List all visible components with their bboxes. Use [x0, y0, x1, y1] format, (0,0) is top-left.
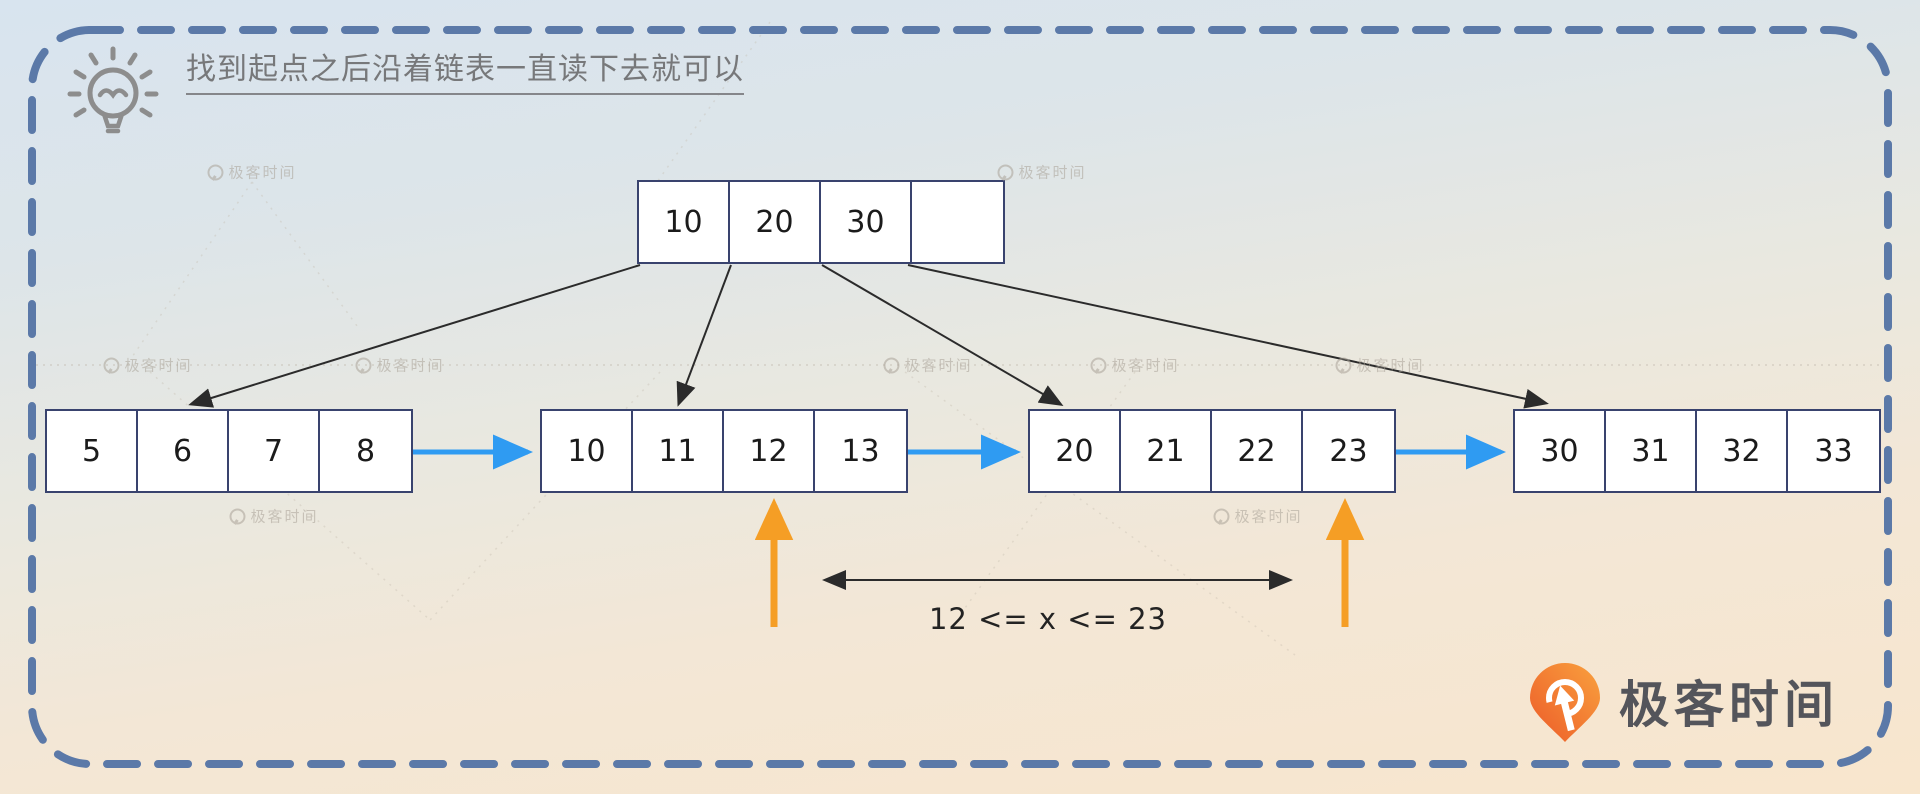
- watermark-logo-icon: [229, 508, 246, 524]
- watermark: 极客时间: [1335, 355, 1424, 376]
- node-cell: 30: [1515, 411, 1606, 491]
- geektime-logo-icon: [1530, 663, 1600, 742]
- arrow-root-to-leaf3: [821, 264, 1064, 407]
- watermark-logo-icon: [355, 357, 372, 373]
- node-cell: 7: [229, 411, 320, 491]
- node-cell: 6: [138, 411, 229, 491]
- watermark-logo-icon: [1335, 357, 1352, 373]
- watermark: 极客时间: [1090, 355, 1179, 376]
- watermark-text: 极客时间: [376, 357, 445, 375]
- node-cell: 30: [821, 182, 912, 262]
- watermark: 极客时间: [883, 355, 972, 376]
- background-lattice-lines: [129, 21, 1296, 656]
- watermark-text: 极客时间: [124, 357, 193, 375]
- watermark: 极客时间: [1213, 506, 1302, 527]
- node-cell: 8: [355, 433, 376, 469]
- node-cell: 22: [1212, 411, 1303, 491]
- watermark-logo-icon: [1090, 357, 1107, 373]
- node-cell: 13: [841, 433, 880, 469]
- tip-header: 找到起点之后沿着链表一直读下去就可以: [72, 52, 744, 95]
- watermark-text: 极客时间: [1356, 357, 1425, 375]
- range-label: 12 <= x <= 23: [928, 602, 1168, 636]
- geektime-logo: 极客时间: [1527, 660, 1839, 742]
- node-cell: 10: [639, 182, 730, 262]
- watermark-text: 极客时间: [904, 357, 973, 375]
- node-cell: 33: [1814, 433, 1853, 469]
- node-cell: 10: [542, 411, 633, 491]
- watermark-logo-icon: [1213, 508, 1230, 524]
- lightbulb-icon: [67, 46, 159, 134]
- watermark-logo-icon: [207, 164, 224, 180]
- watermark: 极客时间: [103, 355, 192, 376]
- tip-text: 找到起点之后沿着链表一直读下去就可以: [186, 52, 744, 95]
- watermark: 极客时间: [997, 162, 1086, 183]
- node-cell: 20: [730, 182, 821, 262]
- watermark-logo-icon: [883, 357, 900, 373]
- geektime-logo-text: 极客时间: [1619, 677, 1839, 733]
- watermark-text: 极客时间: [228, 164, 297, 182]
- node-cell: 12: [724, 411, 815, 491]
- node-cell: [912, 182, 1003, 262]
- geektime-logo-icon-spacer: [1527, 660, 1605, 742]
- tree-pointer-arrows: [188, 264, 1549, 409]
- node-cell: 11: [633, 411, 724, 491]
- watermark: 极客时间: [355, 355, 444, 376]
- node-cell: 23: [1329, 433, 1368, 469]
- arrow-root-to-leaf2: [676, 264, 732, 407]
- watermark-text: 极客时间: [1018, 164, 1087, 182]
- arrow-root-to-leaf4: [907, 264, 1549, 409]
- node-cell: 31: [1606, 411, 1697, 491]
- node-cell: 20: [1030, 411, 1121, 491]
- arrow-root-to-leaf1: [188, 264, 641, 408]
- watermark: 极客时间: [207, 162, 296, 183]
- range-bound-arrows: [754, 498, 1365, 627]
- watermark-text: 极客时间: [1234, 508, 1303, 526]
- node-cell: 21: [1121, 411, 1212, 491]
- watermark-logo-icon: [997, 164, 1014, 180]
- node-cell: 5: [47, 411, 138, 491]
- node-cell: 32: [1697, 411, 1788, 491]
- watermark-logo-icon: [103, 357, 120, 373]
- watermark-text: 极客时间: [250, 508, 319, 526]
- watermark-text: 极客时间: [1111, 357, 1180, 375]
- dashed-frame: [28, 26, 1892, 768]
- watermark: 极客时间: [229, 506, 318, 527]
